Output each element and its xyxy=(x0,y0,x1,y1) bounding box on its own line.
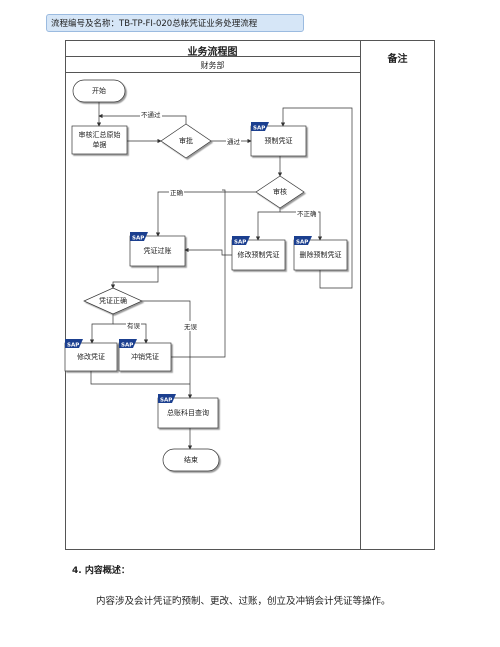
edge-label-correct: 正确 xyxy=(169,187,184,197)
section-title: 4. 内容概述： xyxy=(72,566,130,576)
sap-logo-reverse-voucher: SAP xyxy=(119,339,137,349)
delete-preset-label: 删除预制凭证 xyxy=(299,251,342,259)
sap-logo-delete-preset: SAP xyxy=(294,236,312,246)
edge-modify-posting xyxy=(184,247,232,256)
sap-logos: SAP SAP SAP SAP SAP SAP SAP xyxy=(65,122,312,404)
edge-approve-notpass xyxy=(98,113,187,124)
approve-decision xyxy=(160,123,212,159)
posting-label: 凭证过账 xyxy=(143,247,172,255)
flow-chart-title: 业务流程图 xyxy=(187,47,238,58)
sap-logo-posting: SAP xyxy=(130,232,148,242)
edge-correct-haserror xyxy=(89,314,114,344)
svg-text:SAP: SAP xyxy=(67,343,79,349)
header-divider xyxy=(65,56,360,57)
flow-table xyxy=(65,40,435,550)
end-label: 结束 xyxy=(184,456,198,464)
edge-label-has-error: 有误 xyxy=(126,320,141,330)
edge-delete-loop xyxy=(280,107,353,289)
edge-label-not-pass: 不通过 xyxy=(140,109,162,119)
review-source-label-1: 审核汇总原始 xyxy=(78,131,121,139)
sap-logo-modify-voucher: SAP xyxy=(65,339,83,349)
reverse-voucher-label: 冲销凭证 xyxy=(131,353,159,361)
edge-label-incorrect: 不正确 xyxy=(296,208,318,218)
sap-logo-prepare: SAP xyxy=(251,122,269,132)
edge-label-no-error: 无误 xyxy=(183,321,198,331)
edge-label-pass: 通过 xyxy=(226,136,241,146)
approve-label: 审批 xyxy=(179,137,193,145)
gl-query-label: 总账科目查询 xyxy=(167,409,209,417)
svg-text:SAP: SAP xyxy=(160,398,172,404)
sap-logo-modify-preset: SAP xyxy=(232,236,250,246)
notes-header: 备注 xyxy=(387,54,408,65)
edge-audit-incorrect xyxy=(255,208,281,241)
svg-text:SAP: SAP xyxy=(132,236,144,242)
department-divider xyxy=(65,72,360,73)
edge-correct-noerror xyxy=(142,300,193,399)
process-title: 流程编号及名称：TB-TP-FI-020总帐凭证业务处理流程 xyxy=(46,14,304,32)
section-body: 内容涉及会计凭证旳预制、更改、过账，创立及冲销会计凭证等操作。 xyxy=(96,596,391,607)
svg-text:SAP: SAP xyxy=(296,240,308,246)
edge-reverse-back xyxy=(171,189,226,358)
svg-text:SAP: SAP xyxy=(121,343,133,349)
modify-voucher-label: 修改凭证 xyxy=(77,353,105,361)
edge-audit-incorrect-2 xyxy=(280,211,323,241)
sap-logo-gl-query: SAP xyxy=(158,394,176,404)
review-source-label-2: 单据 xyxy=(92,141,107,149)
notes-column-divider xyxy=(360,40,361,550)
prepare-label: 预制凭证 xyxy=(264,137,293,145)
modify-preset-label: 修改预制凭证 xyxy=(237,251,280,259)
edge-modify-back xyxy=(90,371,190,385)
edge-correct-haserror-2 xyxy=(113,323,149,344)
audit-label: 审核 xyxy=(273,188,287,196)
voucher-correct-label: 凭证正确 xyxy=(99,297,127,305)
svg-text:SAP: SAP xyxy=(253,126,265,132)
start-label: 开始 xyxy=(92,87,106,95)
edge-posting-correct xyxy=(110,266,159,289)
department-label: 财务部 xyxy=(200,61,225,70)
edge-audit-correct xyxy=(155,191,256,237)
svg-text:SAP: SAP xyxy=(234,240,246,246)
